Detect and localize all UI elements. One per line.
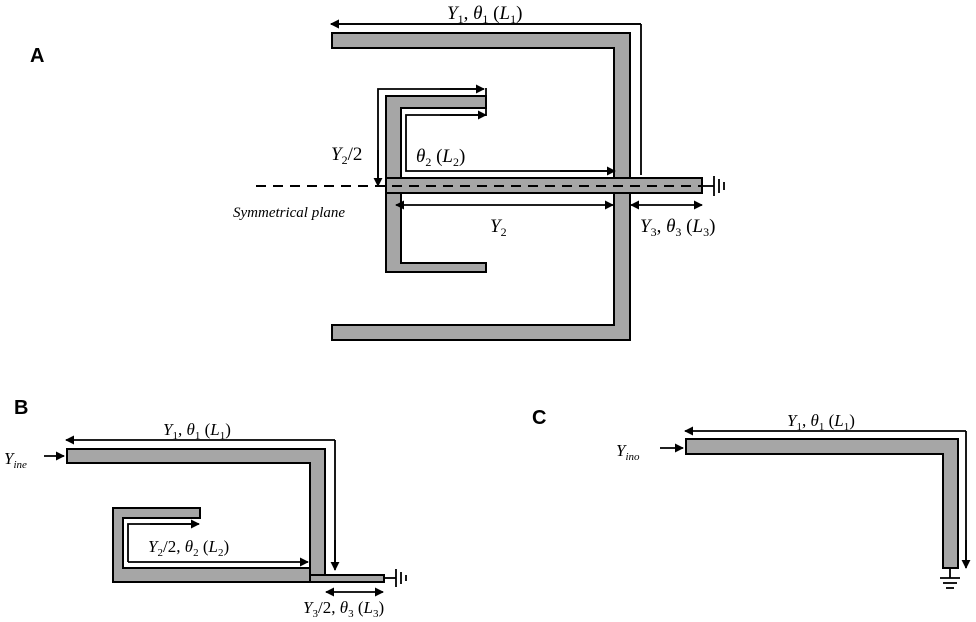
symmetrical-plane-label: Symmetrical plane — [233, 205, 345, 221]
panel-c-y1-label: Y1, θ1 (L1) — [787, 411, 855, 433]
panel-b-letter: B — [14, 397, 28, 419]
panel-b-ground-icon — [384, 569, 407, 587]
panel-a-y3-label: Y3, θ3 (L3) — [640, 216, 715, 239]
panel-b-y2-label: Y2/2, θ2 (L2) — [148, 537, 229, 559]
panel-b-yin-label: Yine — [4, 449, 27, 471]
panel-a-center-line — [385, 177, 703, 194]
panel-a-outer-stub — [331, 32, 631, 341]
panel-b-y3-stub — [309, 574, 385, 583]
panel-a-theta2-label: θ2 (L2) — [416, 146, 465, 169]
panel-a-y1-label: Y1, θ1 (L1) — [447, 3, 522, 26]
panel-c-yin-label: Yino — [616, 441, 640, 463]
panel-b-y2-stub — [112, 507, 311, 583]
panel-b: B Yine Y1, θ1 (L1) Y2/2, θ2 (L2) Y3 — [4, 397, 407, 620]
panel-c-ground-icon — [940, 568, 960, 589]
panel-a: A Y1, θ1 (L1) Y2/2 — [30, 3, 725, 341]
panel-b-y1-label: Y1, θ1 (L1) — [163, 420, 231, 442]
panel-a-y2-label: Y2 — [490, 216, 507, 239]
panel-c-letter: C — [532, 407, 546, 429]
panel-a-y2half-label: Y2/2 — [331, 144, 362, 167]
panel-c-y1-arm — [685, 438, 959, 569]
panel-b-y3-label: Y3/2, θ3 (L3) — [303, 598, 384, 620]
panel-a-letter: A — [30, 45, 44, 67]
panel-a-ground-icon — [702, 176, 725, 196]
panel-c: C Yino Y1, θ1 (L1) — [532, 407, 971, 589]
